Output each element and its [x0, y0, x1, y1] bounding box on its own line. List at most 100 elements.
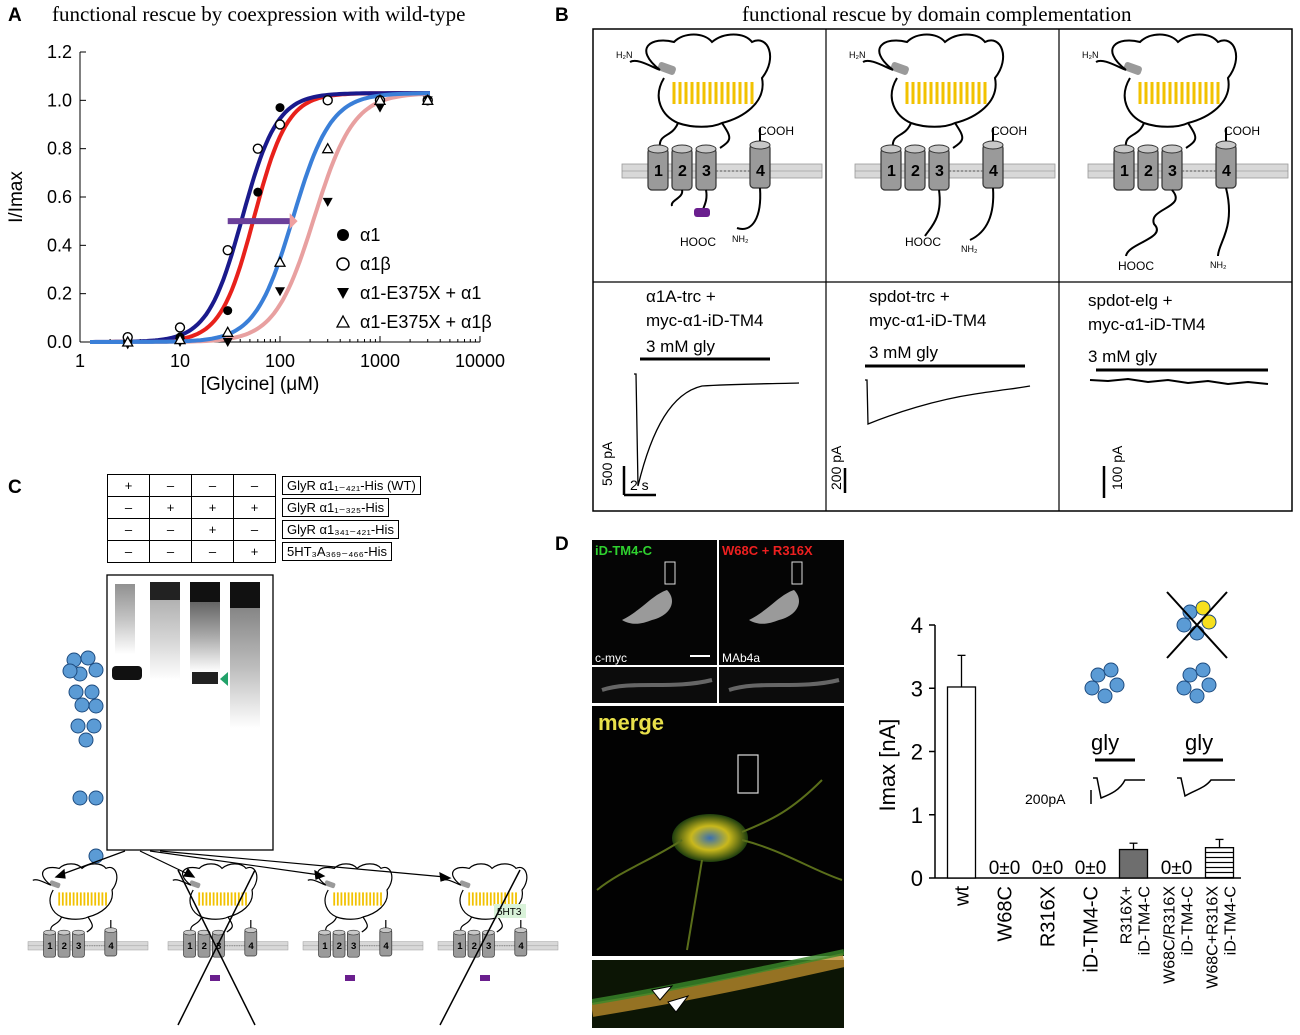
- data-point: [275, 103, 285, 113]
- svg-text:NH₂: NH₂: [961, 244, 978, 254]
- panel-b-title: functional rescue by domain complementat…: [742, 2, 1132, 26]
- svg-text:NH₂: NH₂: [1210, 260, 1227, 270]
- bar-value-label: 0±0: [1032, 858, 1064, 879]
- construct-1-drug: 3 mM gly: [646, 337, 715, 356]
- data-point: [373, 93, 387, 105]
- svg-text:HOOC: HOOC: [680, 235, 716, 249]
- data-point: [375, 103, 385, 113]
- y-tick-label: 2: [911, 740, 923, 765]
- y-axis-label: Imax [nA]: [875, 719, 900, 812]
- svg-text:H₂N: H₂N: [616, 50, 633, 60]
- topology-diagram-3: HOOC NH₂ COOH H₂N: [1082, 33, 1290, 273]
- svg-text:NH₂: NH₂: [732, 234, 749, 244]
- bar: [946, 686, 977, 879]
- data-point: [273, 255, 287, 267]
- svg-text:H₂N: H₂N: [1082, 50, 1099, 60]
- construct-3-drug: 3 mM gly: [1088, 347, 1157, 366]
- svg-text:HOOC: HOOC: [905, 235, 941, 249]
- x-axis-label: [Glycine] (μM): [201, 374, 320, 395]
- trace-panel-3: spdot-elg + myc-α1-iD-TM4 3 mM gly 100 p…: [1088, 291, 1269, 498]
- construct-2-line1: spdot-trc +: [869, 287, 950, 306]
- scale-current-1: 500 pA: [599, 441, 615, 486]
- construct-3-line2: myc-α1-iD-TM4: [1088, 315, 1205, 334]
- legend-label: α1-E375X + α1β: [360, 312, 492, 332]
- data-point: [322, 95, 333, 106]
- y-tick-label: 1.2: [47, 42, 72, 62]
- svg-text:COOH: COOH: [758, 124, 794, 138]
- construct-table: +– –– GlyR α1₁₋₄₂₁-His (WT) –+ ++ GlyR α…: [107, 474, 453, 563]
- data-point: [174, 322, 186, 333]
- data-point: [252, 143, 264, 154]
- inset-scale: 200pA: [1025, 791, 1066, 807]
- category-label: W68C+R316X: [1205, 886, 1222, 989]
- x-tick-label: 100: [265, 351, 295, 371]
- legend-marker: [335, 314, 351, 328]
- chart-a-points: [121, 93, 434, 350]
- category-label: iD-TM4-C: [1223, 886, 1240, 955]
- red-channel-label: W68C + R316X: [722, 543, 813, 558]
- bar-value-label: 0±0: [989, 858, 1021, 879]
- category-label: iD-TM4-C: [1180, 886, 1197, 955]
- x-tick-label: 10000: [455, 351, 505, 371]
- schematic-4: 5HT3: [437, 863, 559, 1026]
- legend-marker: [336, 257, 350, 271]
- table-row: –– +– GlyR α1₃₄₁₋₄₂₁-His: [107, 518, 453, 541]
- legend-label: α1-E375X + α1: [360, 283, 481, 303]
- svg-text:HOOC: HOOC: [1118, 259, 1154, 273]
- schematic-2: [167, 863, 289, 1026]
- scale-time-1: 2 s: [630, 477, 649, 493]
- x-tick-label: 10: [170, 351, 190, 371]
- y-tick-label: 1: [911, 803, 923, 828]
- scale-current-3: 100 pA: [1109, 445, 1125, 490]
- y-tick-label: 1.0: [47, 90, 72, 110]
- y-tick-label: 4: [911, 613, 923, 638]
- x-tick-label: 1: [75, 351, 85, 371]
- y-tick-label: 0.2: [47, 284, 72, 304]
- panel-letter-a: A: [8, 5, 22, 26]
- panel-letter-c: C: [8, 477, 22, 498]
- svg-text:COOH: COOH: [1224, 124, 1260, 138]
- y-tick-label: 0: [911, 866, 923, 891]
- domain-complementation-grid: 1 2 3 4 HOOC NH₂ COOH H₂N HOOC NH₂ COOH …: [592, 28, 1293, 512]
- construct-2-drug: 3 mM gly: [869, 343, 938, 362]
- panel-letter-d: D: [555, 534, 569, 555]
- y-tick-label: 0.4: [47, 235, 72, 255]
- construct-2-line2: myc-α1-iD-TM4: [869, 311, 986, 330]
- data-point: [223, 306, 233, 316]
- table-row: +– –– GlyR α1₁₋₄₂₁-His (WT): [107, 474, 453, 497]
- data-point: [321, 142, 334, 154]
- panel-a-title: functional rescue by coexpression with w…: [52, 2, 466, 26]
- panel-letter-b: B: [555, 5, 569, 26]
- y-tick-label: 0.0: [47, 332, 72, 352]
- x-tick-label: 1000: [360, 351, 400, 371]
- data-point: [322, 197, 333, 207]
- legend-label: α1β: [360, 254, 391, 274]
- legend-label: α1: [360, 225, 380, 245]
- merge-label: merge: [598, 710, 664, 735]
- data-point: [253, 187, 263, 197]
- legend-marker: [337, 288, 349, 299]
- topology-diagram-2: HOOC NH₂ COOH H₂N: [849, 33, 1057, 254]
- fit-curve: [90, 91, 430, 344]
- construct-1-line2: myc-α1-iD-TM4: [646, 311, 763, 330]
- green-stain-label: c-myc: [595, 651, 627, 665]
- category-label: R316X: [1038, 886, 1060, 947]
- y-tick-label: 0.8: [47, 139, 72, 159]
- bar: [1118, 848, 1149, 879]
- inset-drug-1: gly: [1091, 730, 1119, 755]
- microscopy-images: iD-TM4-C W68C + R316X c-myc MAb4a merge: [592, 540, 844, 1028]
- inset-traces: gly gly 200pA: [1025, 591, 1235, 807]
- chart-a-legend: α1 α1β α1-E375X + α1 α1-E375X + α1β: [335, 225, 492, 332]
- bar-value-label: 0±0: [1075, 858, 1107, 879]
- topology-diagram-1: HOOC NH₂ COOH H₂N: [616, 33, 824, 249]
- gel-and-schematics: 5HT3: [27, 574, 559, 1026]
- data-point: [275, 287, 285, 297]
- oligomer-markers: [62, 650, 104, 864]
- bar-value-label: 0±0: [1161, 858, 1193, 879]
- inset-drug-2: gly: [1185, 730, 1213, 755]
- data-point: [421, 93, 434, 105]
